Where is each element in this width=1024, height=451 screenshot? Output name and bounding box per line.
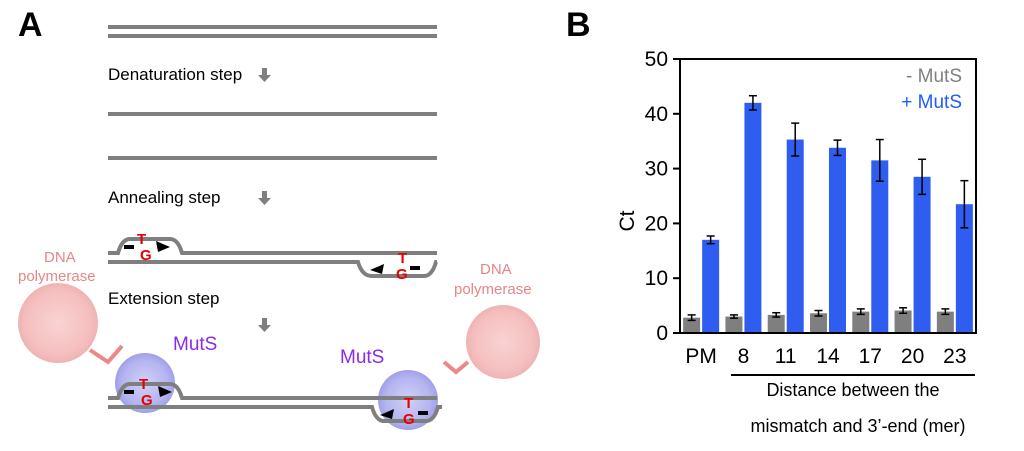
- x-tick-label: PM: [685, 345, 717, 368]
- x-tick-label: 8: [738, 345, 750, 368]
- y-tick-label: 10: [645, 267, 668, 290]
- y-axis-ticks: 0 10 20 30 40 50: [645, 48, 680, 345]
- plot-frame: [679, 58, 977, 334]
- mismatch-base-g: G: [403, 411, 415, 428]
- x-tick-label: 20: [901, 345, 924, 368]
- mismatch-base-g: G: [140, 247, 152, 264]
- bar-minus-muts: [852, 311, 870, 333]
- y-axis-title: Ct: [616, 210, 639, 231]
- y-tick-label: 0: [656, 322, 668, 345]
- bar-series: [683, 94, 973, 333]
- muts-label-right: MutS: [340, 347, 384, 368]
- legend-minus-muts: - MutS: [906, 66, 962, 87]
- polymerase-label-left-line1: DNA: [44, 249, 76, 266]
- polymerase-label-left-line2: polymerase: [18, 268, 96, 285]
- bar-plus-muts: [955, 204, 973, 333]
- denaturation-step-label: Denaturation step: [108, 65, 242, 84]
- bar-plus-muts: [744, 102, 762, 333]
- polymerase-label-right-line2: polymerase: [454, 281, 532, 298]
- mismatch-base-t: T: [398, 250, 407, 267]
- dsdna-initial: [108, 25, 437, 38]
- down-arrow-icon: [258, 68, 271, 82]
- y-tick-label: 50: [645, 48, 668, 71]
- x-axis-ticks: PM 8 11 14 17 20 23: [685, 345, 966, 368]
- down-arrow-icon: [258, 191, 271, 205]
- dna-polymerase-right: [466, 305, 540, 379]
- mismatch-base-t: T: [137, 231, 146, 248]
- mismatch-base-t: T: [139, 376, 148, 393]
- panel-a-letter: A: [18, 6, 43, 44]
- y-tick-label: 30: [645, 158, 668, 181]
- polymerase-connector-left: [88, 344, 124, 365]
- y-tick-label: 40: [645, 103, 668, 126]
- panel-a: A Denaturation step Annealing step: [18, 6, 540, 430]
- mismatch-base-g: G: [141, 392, 153, 409]
- bar-minus-muts: [767, 314, 785, 333]
- extension-step-label: Extension step: [108, 289, 220, 308]
- bar-plus-muts: [871, 160, 889, 333]
- x-tick-label: 11: [775, 345, 797, 368]
- polymerase-connector-right: [442, 360, 470, 375]
- annealing-step-label: Annealing step: [108, 188, 220, 207]
- bar-minus-muts: [936, 311, 954, 333]
- bar-plus-muts: [829, 147, 846, 333]
- bar-plus-muts: [913, 176, 931, 333]
- bar-plus-muts: [702, 239, 720, 333]
- panel-b-letter: B: [566, 6, 591, 44]
- x-tick-label: 23: [943, 345, 966, 368]
- y-tick-label: 20: [645, 212, 668, 235]
- x-axis-title-line2: mismatch and 3’-end (mer): [750, 416, 965, 436]
- extension-template: [108, 382, 442, 423]
- annealed-template: [108, 237, 438, 278]
- panel-b: B Ct 0 10 20 30 40 50 PM 8 11 14 17 20 23 - MutS + …: [566, 6, 977, 436]
- dna-polymerase-left: [18, 283, 98, 363]
- bar-plus-muts: [786, 139, 804, 333]
- bar-minus-muts: [810, 313, 827, 333]
- bar-minus-muts: [683, 317, 701, 333]
- x-axis-title-line1: Distance between the: [766, 380, 939, 400]
- mismatch-base-g: G: [396, 266, 408, 283]
- bar-minus-muts: [894, 310, 912, 333]
- legend-plus-muts: + MutS: [901, 92, 962, 113]
- mismatch-base-t: T: [404, 395, 413, 412]
- x-tick-label: 14: [816, 345, 840, 368]
- muts-label-left: MutS: [173, 334, 217, 355]
- down-arrow-icon: [258, 318, 271, 332]
- polymerase-label-right-line1: DNA: [480, 261, 512, 278]
- bar-minus-muts: [725, 316, 743, 333]
- x-tick-label: 17: [859, 345, 882, 368]
